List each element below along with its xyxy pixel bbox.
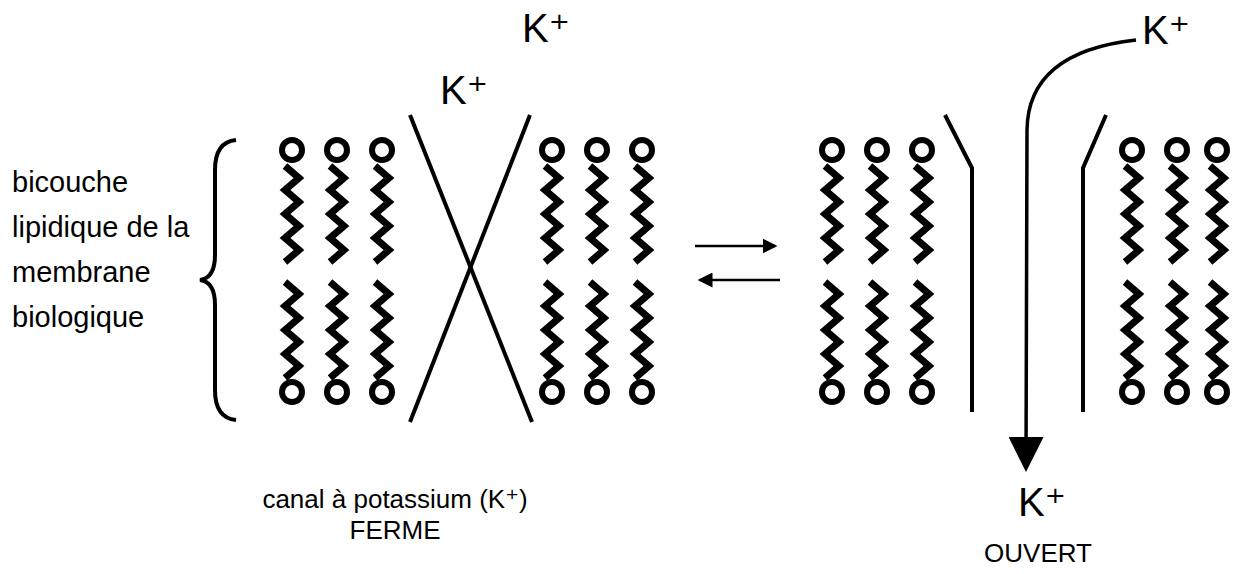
text-label: K⁺	[440, 66, 488, 114]
lipid-tail	[545, 282, 559, 378]
lipid-head	[822, 382, 842, 402]
lipid-head	[282, 140, 302, 160]
lipid-tail	[635, 166, 649, 262]
lipid-tail	[915, 282, 929, 378]
lipid-head	[822, 140, 842, 160]
lipid-tail	[1170, 282, 1184, 378]
lipid-tail	[1125, 282, 1139, 378]
text-label: K⁺	[522, 4, 570, 52]
lipid-head	[327, 140, 347, 160]
lipid-head	[542, 140, 562, 160]
lipid-tail	[375, 166, 389, 262]
text-label: OUVERT	[968, 538, 1108, 569]
lipid-tail	[635, 282, 649, 378]
lipid-head	[867, 140, 887, 160]
equilibrium-arrow	[700, 279, 780, 282]
lipid-head	[372, 382, 392, 402]
lipid-head	[1167, 382, 1187, 402]
lipid-head	[282, 382, 302, 402]
lipid-head	[1207, 140, 1227, 160]
lipid-head	[632, 382, 652, 402]
text-label: bicouche lipidique de la membrane biolog…	[12, 160, 202, 340]
ion-flow-arrow	[1026, 40, 1136, 465]
lipid-head	[587, 140, 607, 160]
lipid-tail	[870, 282, 884, 378]
equilibrium-arrow	[695, 245, 775, 248]
lipid-tail	[285, 282, 299, 378]
lipid-head	[632, 140, 652, 160]
lipid-head	[327, 382, 347, 402]
lipid-bilayer	[282, 140, 1227, 402]
lipid-tail	[870, 166, 884, 262]
lipid-tail	[330, 282, 344, 378]
lipid-head	[912, 140, 932, 160]
lipid-tail	[825, 282, 839, 378]
lipid-head	[1122, 382, 1142, 402]
text-label: canal à potassium (K⁺) FERME	[225, 484, 565, 546]
lipid-tail	[285, 166, 299, 262]
lipid-head	[1207, 382, 1227, 402]
lipid-head	[867, 382, 887, 402]
lipid-head	[372, 140, 392, 160]
lipid-head	[1167, 140, 1187, 160]
lipid-tail	[1170, 166, 1184, 262]
lipid-tail	[825, 166, 839, 262]
channel-wall	[1083, 115, 1106, 412]
text-label: K⁺	[1142, 6, 1190, 54]
lipid-tail	[545, 166, 559, 262]
channel-wall	[945, 115, 972, 412]
channel-wall	[410, 115, 532, 422]
curly-brace	[200, 140, 236, 420]
lipid-head	[912, 382, 932, 402]
lipid-tail	[590, 282, 604, 378]
text-label: K⁺	[1018, 478, 1066, 526]
lipid-tail	[1210, 282, 1224, 378]
lipid-head	[1122, 140, 1142, 160]
channel-wall	[410, 115, 530, 422]
lipid-tail	[590, 166, 604, 262]
lipid-tail	[1125, 166, 1139, 262]
lipid-head	[587, 382, 607, 402]
lipid-tail	[915, 166, 929, 262]
lipid-head	[542, 382, 562, 402]
lipid-tail	[1210, 166, 1224, 262]
lipid-tail	[375, 282, 389, 378]
lipid-tail	[330, 166, 344, 262]
